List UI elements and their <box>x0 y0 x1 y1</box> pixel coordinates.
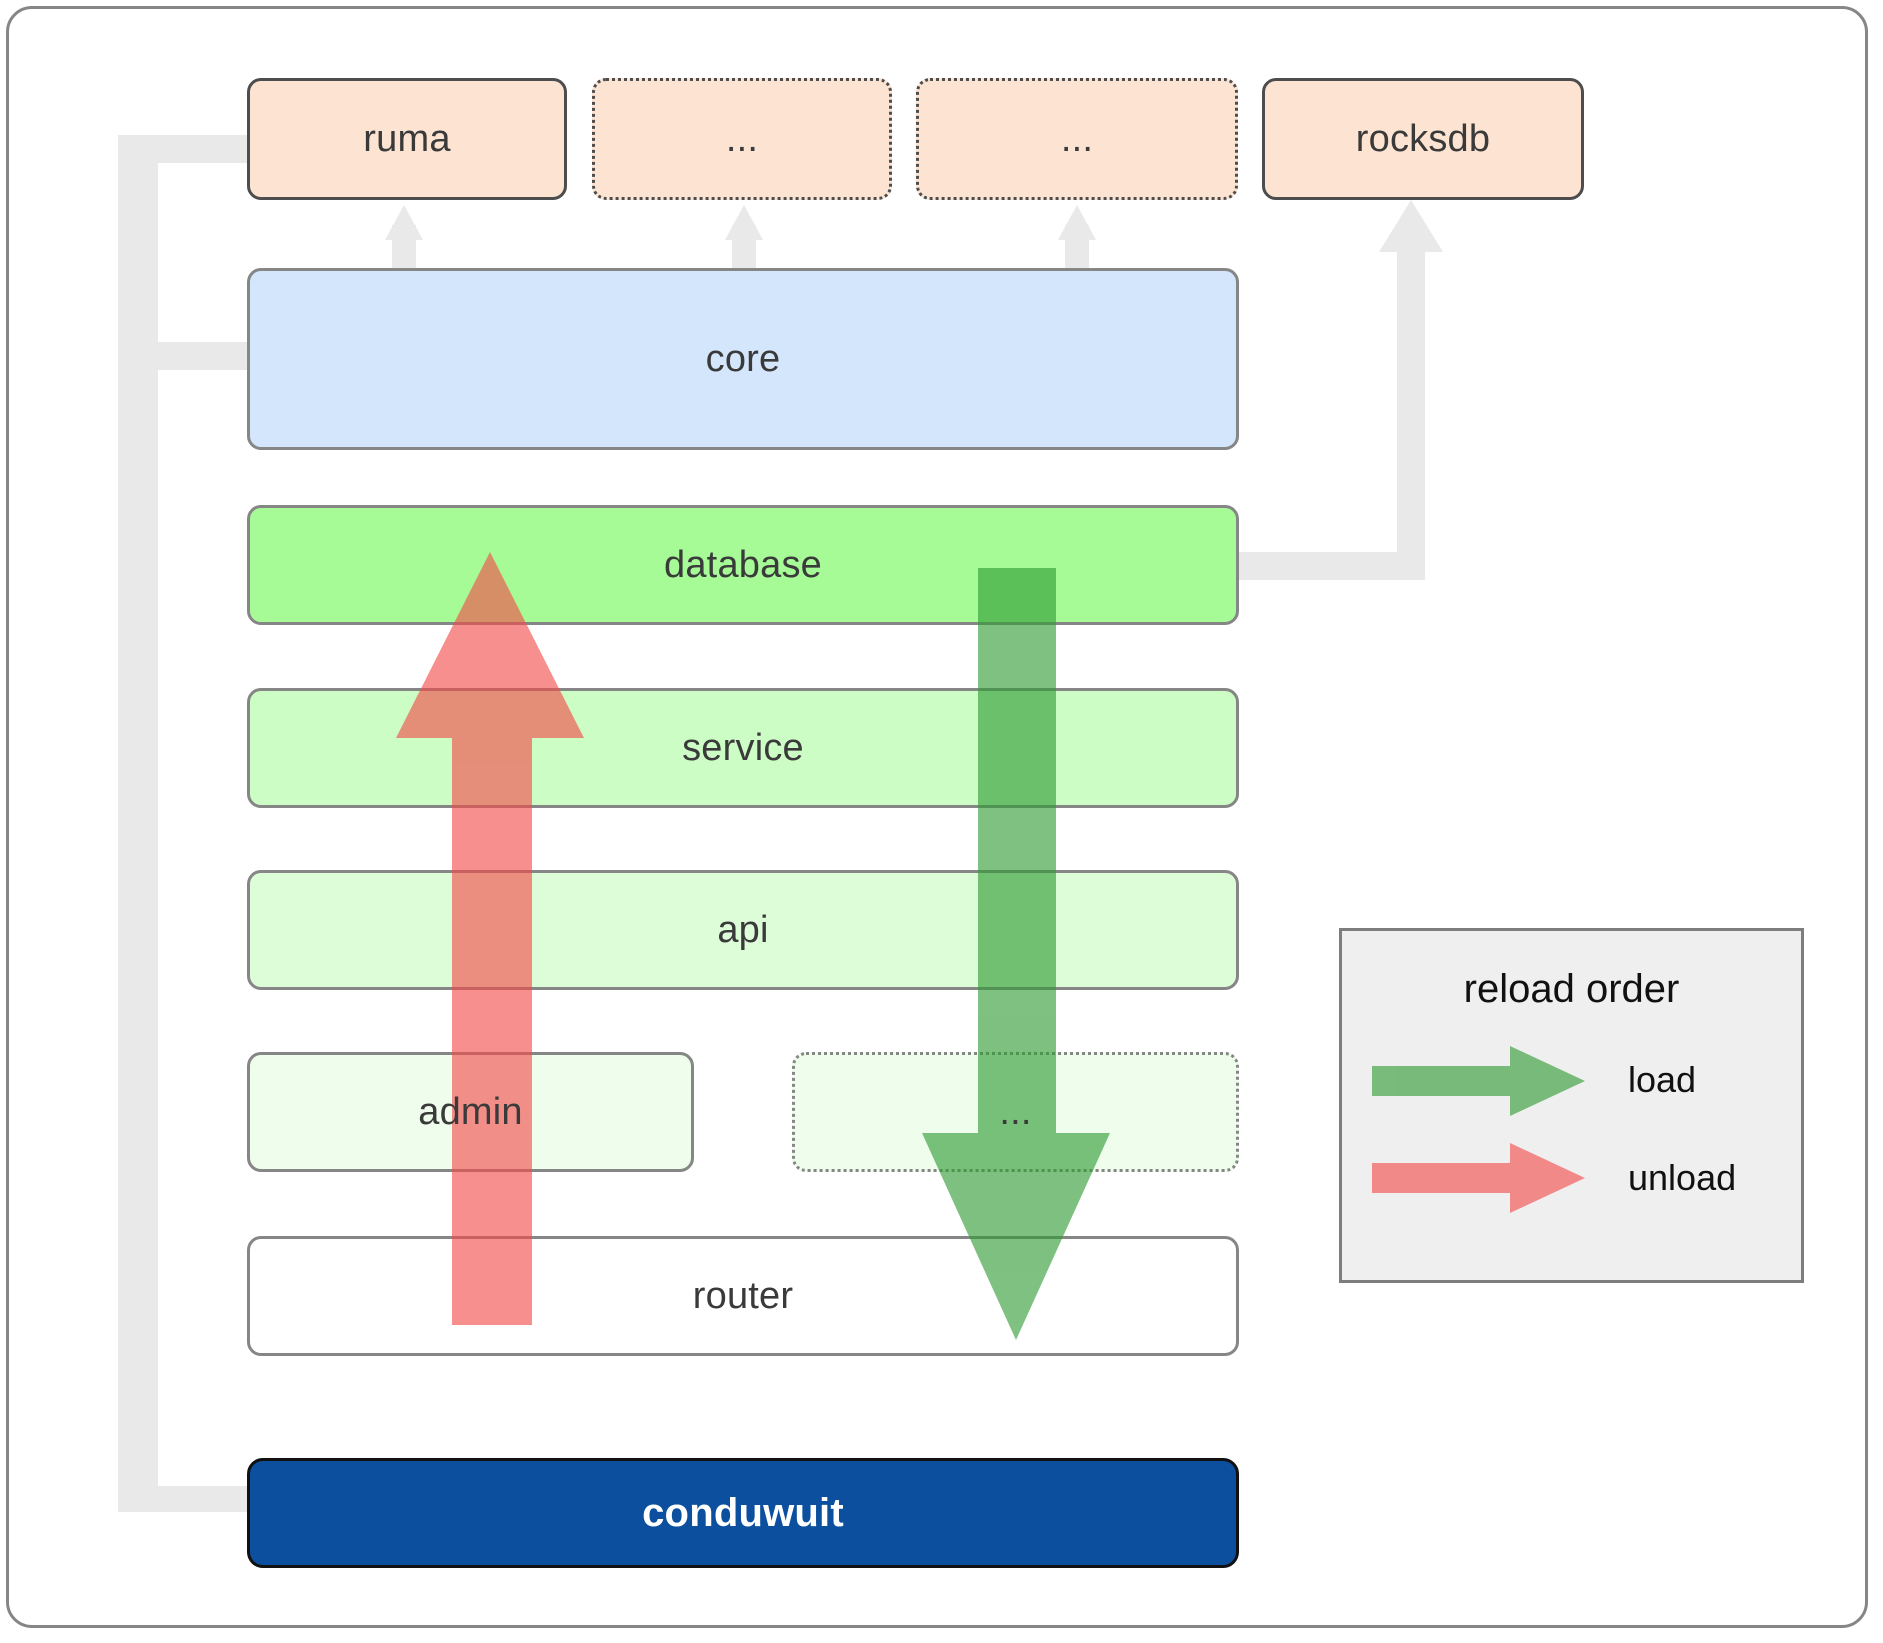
node-dep-2[interactable]: ... <box>592 78 892 200</box>
node-ruma-label: ruma <box>363 117 451 160</box>
diagram-frame <box>6 6 1868 1628</box>
node-service[interactable]: service <box>247 688 1239 808</box>
node-dep-3[interactable]: ... <box>916 78 1238 200</box>
node-admin[interactable]: admin <box>247 1052 694 1172</box>
legend-panel: reload order load unload <box>1339 928 1804 1283</box>
node-admin-label: admin <box>418 1090 523 1133</box>
node-dep-3-label: ... <box>1060 117 1094 160</box>
node-database-label: database <box>664 543 822 586</box>
node-dep-2-label: ... <box>725 117 759 160</box>
node-ruma[interactable]: ruma <box>247 78 567 200</box>
node-router[interactable]: router <box>247 1236 1239 1356</box>
node-api-label: api <box>717 908 769 951</box>
legend-icons <box>1372 1046 1585 1213</box>
node-conduwuit-label: conduwuit <box>642 1490 844 1535</box>
node-core-label: core <box>705 337 781 380</box>
legend-load-arrow-icon <box>1372 1046 1585 1116</box>
legend-title: reload order <box>1463 967 1680 1011</box>
node-rocksdb-label: rocksdb <box>1355 117 1491 160</box>
node-extra-label: ... <box>999 1090 1032 1133</box>
node-api[interactable]: api <box>247 870 1239 990</box>
legend-unload-arrow-icon <box>1372 1143 1585 1213</box>
legend-label-unload: unload <box>1628 1157 1737 1198</box>
legend-label-load: load <box>1628 1059 1697 1100</box>
node-router-label: router <box>692 1274 794 1317</box>
node-core[interactable]: core <box>247 268 1239 450</box>
node-service-label: service <box>682 726 804 769</box>
node-rocksdb[interactable]: rocksdb <box>1262 78 1584 200</box>
node-database[interactable]: database <box>247 505 1239 625</box>
node-extra[interactable]: ... <box>792 1052 1239 1172</box>
node-conduwuit[interactable]: conduwuit <box>247 1458 1239 1568</box>
